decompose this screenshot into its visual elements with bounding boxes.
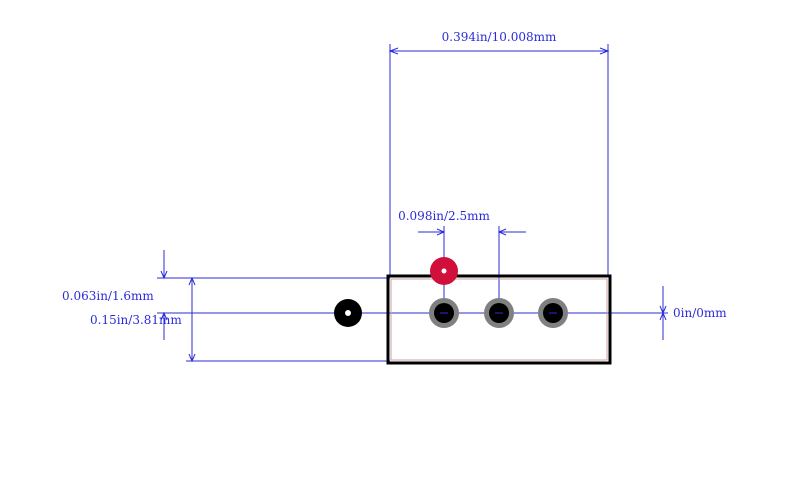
pad-2 [484,298,514,328]
pitch-dimension: 0.098in/2.5mm [398,209,526,314]
height-small-dimension: 0.063in/1.6mm [62,250,390,340]
pitch-label: 0.098in/2.5mm [398,209,490,223]
pin1-marker [430,257,458,285]
offset-dimension: 0in/0mm [347,286,727,340]
mounting-hole [334,299,362,327]
pad-1 [429,298,459,328]
offset-label: 0in/0mm [673,306,727,320]
width-dimension: 0.394in/10.008mm [388,30,610,276]
component-body [386,274,612,365]
height-small-label: 0.063in/1.6mm [62,289,154,303]
height-body-dimension: 0.15in/3.81mm [90,276,390,363]
pad-3 [538,298,568,328]
width-label: 0.394in/10.008mm [442,30,557,44]
height-body-label: 0.15in/3.81mm [90,313,182,327]
